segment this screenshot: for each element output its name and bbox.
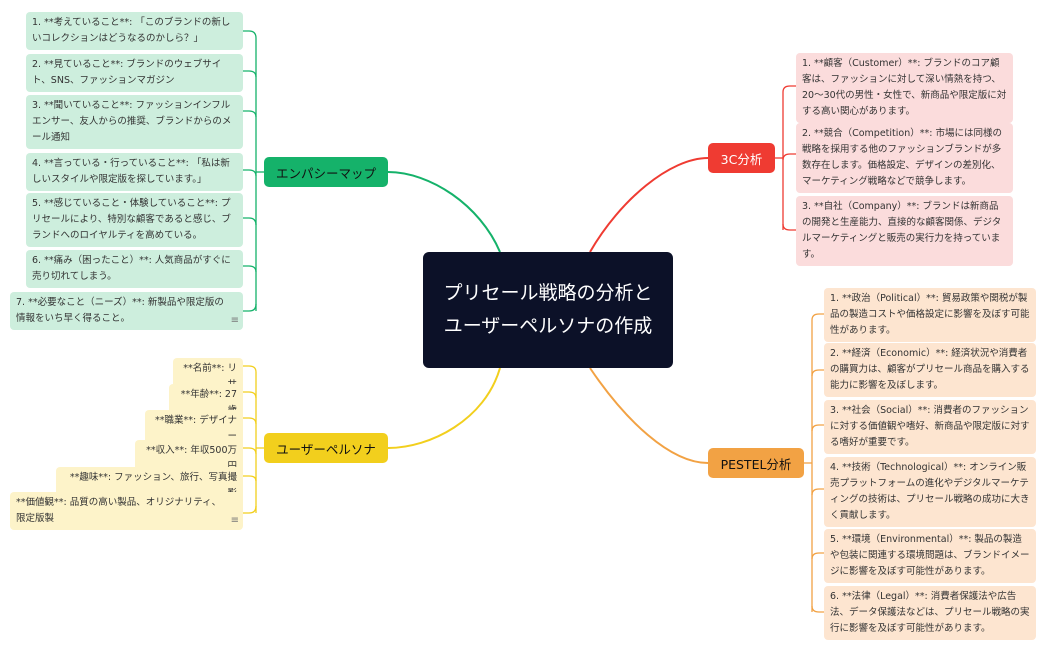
branch-empathy-map[interactable]: エンパシーマップ [264,157,388,187]
empathy-leaf-7-text: 7. **必要なこと（ニーズ）**: 新製品や限定版の情報をいち早く得ること。 [16,297,224,324]
empathy-leaf-7[interactable]: 7. **必要なこと（ニーズ）**: 新製品や限定版の情報をいち早く得ること。 … [10,292,243,330]
connector-central-empathy [387,171,501,253]
pestel-leaf-political[interactable]: 1. **政治（Political）**: 貿易政策や関税が製品の製造コストや価… [824,288,1036,342]
note-icon: ≡ [230,315,239,326]
pestel-bracket [804,313,824,613]
note-icon: ≡ [230,515,239,526]
c3-bracket [775,85,796,231]
branch-3c-analysis[interactable]: 3C分析 [708,143,775,173]
branch-user-persona[interactable]: ユーザーペルソナ [264,433,388,463]
pestel-leaf-social[interactable]: 3. **社会（Social）**: 消費者のファッションに対する価値観や嗜好、… [824,400,1036,454]
c3-leaf-customer[interactable]: 1. **顧客（Customer）**: ブランドのコア顧客は、ファッションに対… [796,53,1013,123]
empathy-leaf-5[interactable]: 5. **感じていること・体験していること**: プリセールにより、特別な顧客で… [26,193,243,247]
pestel-leaf-economic[interactable]: 2. **経済（Economic）**: 経済状況や消費者の購買力は、顧客がプリ… [824,343,1036,397]
empathy-leaf-2[interactable]: 2. **見ていること**: ブランドのウェブサイト、SNS、ファッションマガジ… [26,54,243,92]
connector-central-persona [387,367,501,449]
connector-central-3c [589,157,709,253]
empathy-leaf-4[interactable]: 4. **言っている・行っていること**: 「私は新しいスタイルや限定版を探して… [26,153,243,191]
empathy-leaf-6[interactable]: 6. **痛み（困ったこと）**: 人気商品がすぐに売り切れてしまう。 [26,250,243,288]
c3-leaf-company[interactable]: 3. **自社（Company）**: ブランドは新商品の開発と生産能力、直接的… [796,196,1013,266]
central-topic[interactable]: プリセール戦略の分析とユーザーペルソナの作成 [423,252,673,368]
persona-leaf-values-text: **価値観**: 品質の高い製品、オリジナリティ、限定版製 [16,497,222,524]
empathy-leaf-1[interactable]: 1. **考えていること**: 「このブランドの新しいコレクションはどうなるのか… [26,12,243,50]
persona-leaf-values[interactable]: **価値観**: 品質の高い製品、オリジナリティ、限定版製 ≡ [10,492,243,530]
pestel-leaf-legal[interactable]: 6. **法律（Legal）**: 消費者保護法や広告法、データ保護法などは、プ… [824,586,1036,640]
persona-bracket [243,365,264,514]
empathy-bracket [243,30,264,312]
branch-pestel-analysis[interactable]: PESTEL分析 [708,448,804,478]
connector-central-pestel [589,367,709,464]
empathy-leaf-3[interactable]: 3. **聞いていること**: ファッションインフルエンサー、友人からの推奨、ブ… [26,95,243,149]
c3-leaf-competition[interactable]: 2. **競合（Competition）**: 市場には同様の戦略を採用する他の… [796,123,1013,193]
pestel-leaf-technological[interactable]: 4. **技術（Technological）**: オンライン販売プラットフォー… [824,457,1036,527]
pestel-leaf-environmental[interactable]: 5. **環境（Environmental）**: 製品の製造や包装に関連する環… [824,529,1036,583]
